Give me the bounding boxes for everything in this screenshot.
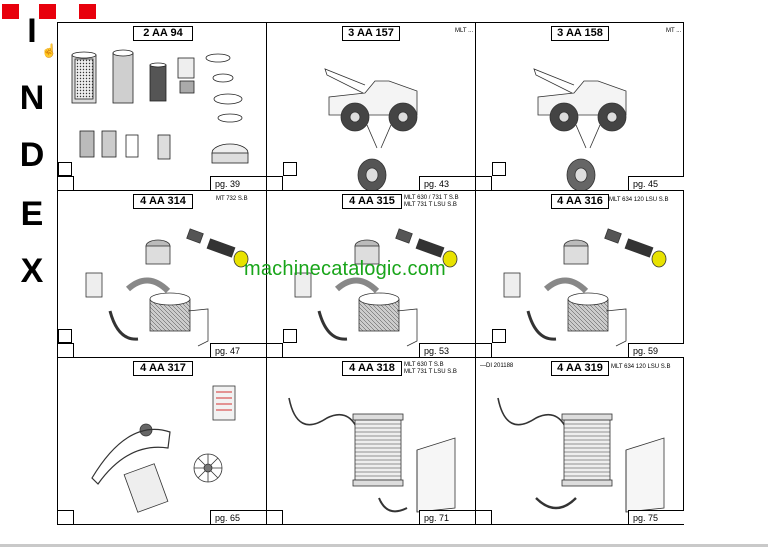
- fan-drive-illustration: [91, 385, 236, 513]
- watermark-text: machinecatalogic.com: [244, 258, 446, 280]
- code-label: 3 AA 158: [551, 26, 609, 41]
- index-cell[interactable]: 4 AA 317 pg. 65: [58, 358, 267, 524]
- corner-box: [476, 343, 492, 357]
- step-box: [492, 329, 506, 343]
- air-filter-assembly-illustration: [294, 228, 458, 347]
- code-label: 2 AA 94: [133, 26, 193, 41]
- step-box: [58, 329, 72, 343]
- index-letter: I: [27, 12, 37, 50]
- model-label: MLT 634 120 LSU S.B: [609, 197, 669, 203]
- model-label: MT ...: [666, 28, 682, 34]
- code-label: 4 AA 315: [342, 194, 402, 209]
- index-grid: 2 AA 94 pg. 39 3 AA 157 MLT ...: [57, 22, 684, 525]
- step-box: [492, 162, 506, 176]
- air-filter-assembly-illustration: [503, 228, 667, 347]
- index-letter: X: [20, 252, 44, 290]
- air-filter-assembly-illustration: [85, 228, 249, 347]
- corner-box: [58, 176, 74, 190]
- index-letter: D: [19, 136, 45, 174]
- code-label: 4 AA 314: [133, 194, 193, 209]
- red-tab-1: [2, 4, 19, 19]
- model-label: MLT 731 T LSU S.B: [404, 202, 457, 208]
- index-cell[interactable]: 4 AA 318 MLT 630 T S.B MLT 731 T LSU S.B…: [267, 358, 476, 524]
- corner-box: [476, 176, 492, 190]
- page-ref[interactable]: pg. 53: [419, 343, 475, 357]
- hand-pointer-icon: ☝: [41, 43, 58, 58]
- code-label: 3 AA 157: [342, 26, 400, 41]
- corner-box: [267, 510, 283, 524]
- note-label: —DI 201188: [480, 363, 514, 369]
- red-tab-2: [39, 4, 56, 19]
- corner-box: [58, 510, 74, 524]
- model-label: MLT ...: [455, 28, 474, 34]
- telehandler-tyre-chain-illustration: [533, 68, 627, 190]
- page-ref[interactable]: pg. 59: [628, 343, 684, 357]
- index-cell[interactable]: —DI 201188 4 AA 319 MLT 634 120 LSU S.B …: [476, 358, 684, 524]
- index-cell[interactable]: 4 AA 315 MLT 630 / 731 T S.B MLT 731 T L…: [267, 191, 476, 358]
- index-letter: E: [20, 195, 44, 233]
- code-label: 4 AA 318: [342, 361, 402, 376]
- model-label: MLT 731 T LSU S.B: [404, 369, 457, 375]
- page-ref[interactable]: pg. 43: [419, 176, 475, 190]
- index-cell[interactable]: 4 AA 314 MT 732 S.B pg. 47: [58, 191, 267, 358]
- model-label: MLT 630 / 731 T S.B: [404, 195, 459, 201]
- corner-box: [267, 176, 283, 190]
- index-cell[interactable]: 3 AA 157 MLT ... pg. 43: [267, 23, 476, 191]
- index-cell[interactable]: 3 AA 158 MT ... pg. 45: [476, 23, 684, 191]
- filters-and-belts-illustration: [71, 49, 249, 164]
- index-title: I N D E X: [17, 14, 47, 304]
- note-text: DI 201188: [486, 363, 514, 369]
- step-box: [58, 162, 72, 176]
- telehandler-tyre-illustration: [324, 68, 418, 190]
- code-label: 4 AA 319: [551, 361, 609, 376]
- radiator-cooling-illustration: [497, 397, 665, 513]
- corner-box: [267, 343, 283, 357]
- index-cell[interactable]: 4 AA 316 MLT 634 120 LSU S.B pg. 59: [476, 191, 684, 358]
- model-label: MLT 634 120 LSU S.B: [611, 364, 671, 370]
- step-box: [283, 162, 297, 176]
- step-box: [283, 329, 297, 343]
- code-label: 4 AA 317: [133, 361, 193, 376]
- code-label: 4 AA 316: [551, 194, 609, 209]
- model-label: MT 732 S.B: [216, 196, 248, 202]
- index-cell[interactable]: 2 AA 94 pg. 39: [58, 23, 267, 191]
- corner-box: [58, 343, 74, 357]
- page-ref[interactable]: pg. 45: [628, 176, 684, 190]
- page-ref[interactable]: pg. 47: [210, 343, 266, 357]
- index-letter: N: [19, 79, 45, 117]
- page-ref[interactable]: pg. 39: [210, 176, 266, 190]
- radiator-cooling-illustration: [288, 397, 456, 513]
- corner-box: [476, 510, 492, 524]
- page-ref[interactable]: pg. 71: [419, 510, 475, 524]
- model-label: MLT 630 T S.B: [404, 362, 444, 368]
- red-tab-3: [79, 4, 96, 19]
- page-ref[interactable]: pg. 75: [628, 510, 684, 524]
- page-ref[interactable]: pg. 65: [210, 510, 266, 524]
- bottom-border: [0, 544, 768, 547]
